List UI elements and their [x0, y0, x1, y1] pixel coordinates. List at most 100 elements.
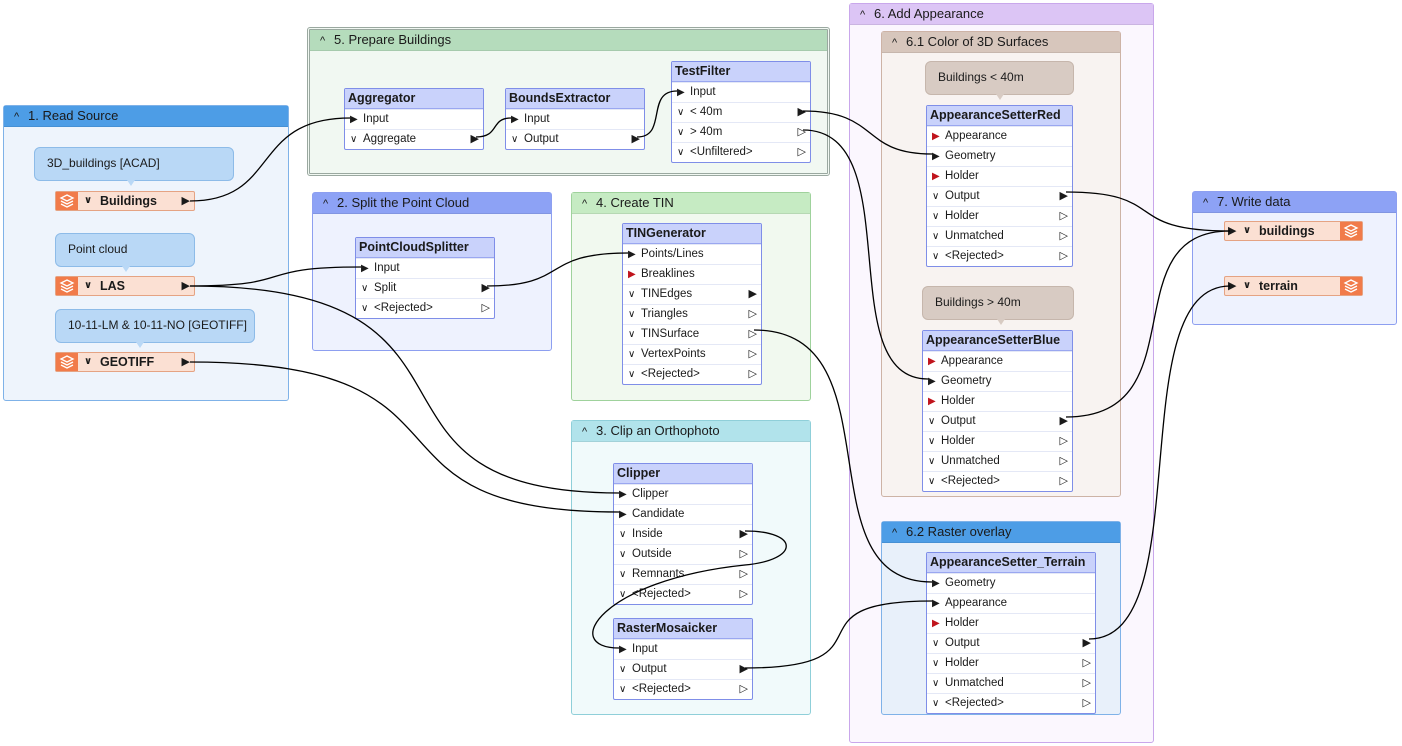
output-port[interactable]: ∨Split▶	[356, 278, 494, 298]
transformer-title[interactable]: RasterMosaicker	[614, 619, 752, 639]
input-port[interactable]: ▶Geometry	[927, 146, 1072, 166]
transformer-test-filter[interactable]: TestFilter▶Input∨< 40m▶∨> 40m▷∨<Unfilter…	[671, 61, 811, 163]
output-arrow-icon[interactable]: ▶	[470, 133, 479, 145]
output-arrow-outline-icon[interactable]: ▷	[1082, 697, 1091, 709]
input-arrow-icon[interactable]: ▶	[677, 87, 685, 98]
chevron-down-icon[interactable]: ∨	[628, 289, 636, 300]
transformer-title[interactable]: Clipper	[614, 464, 752, 484]
transformer-clipper[interactable]: Clipper▶Clipper▶Candidate∨Inside▶∨Outsid…	[613, 463, 753, 605]
output-arrow-icon[interactable]: ▶	[1082, 637, 1091, 649]
input-port[interactable]: ▶Holder	[927, 613, 1095, 633]
input-port[interactable]: ▶Breaklines	[623, 264, 761, 284]
required-input-arrow-icon[interactable]: ▶	[928, 396, 936, 407]
output-port[interactable]: ∨Output▶	[506, 129, 644, 149]
output-arrow-outline-icon[interactable]: ▷	[797, 146, 806, 158]
output-arrow-outline-icon[interactable]: ▷	[739, 568, 748, 580]
output-arrow-icon[interactable]: ▶	[739, 663, 748, 675]
output-port[interactable]: ∨Output▶	[614, 659, 752, 679]
chevron-down-icon[interactable]: ∨	[619, 664, 627, 675]
input-port[interactable]: ▶Input	[672, 82, 810, 102]
chevron-down-icon[interactable]: ∨	[677, 107, 685, 118]
transformer-title[interactable]: PointCloudSplitter	[356, 238, 494, 258]
output-port[interactable]: ∨Holder▷	[923, 431, 1072, 451]
chevron-down-icon[interactable]: ∨	[932, 211, 940, 222]
chevron-down-icon[interactable]: ∨	[619, 684, 627, 695]
input-arrow-icon[interactable]: ▶	[619, 644, 627, 655]
bookmark-header[interactable]: ^6.2 Raster overlay	[882, 522, 1120, 543]
output-arrow-icon[interactable]: ▶	[1059, 415, 1068, 427]
output-arrow-outline-icon[interactable]: ▷	[481, 302, 490, 314]
bookmark-header[interactable]: ^2. Split the Point Cloud	[313, 193, 551, 214]
input-port[interactable]: ▶Geometry	[923, 371, 1072, 391]
input-arrow-icon[interactable]: ▶	[928, 376, 936, 387]
output-port[interactable]: ∨Output▶	[927, 633, 1095, 653]
output-port[interactable]: ∨<Unfiltered>▷	[672, 142, 810, 162]
output-port[interactable]: ∨<Rejected>▷	[927, 246, 1072, 266]
output-arrow-icon[interactable]: ▶	[631, 133, 640, 145]
transformer-aggregator[interactable]: Aggregator▶Input∨Aggregate▶	[344, 88, 484, 150]
input-arrow-icon[interactable]: ▶	[932, 598, 940, 609]
collapse-caret-icon[interactable]: ^	[14, 111, 20, 123]
chevron-down-icon[interactable]: ∨	[628, 329, 636, 340]
chevron-down-icon[interactable]: ∨	[677, 127, 685, 138]
output-port[interactable]: ∨Holder▷	[927, 653, 1095, 673]
bookmark-header[interactable]: ^5. Prepare Buildings	[310, 30, 827, 51]
output-port[interactable]: ∨Unmatched▷	[927, 673, 1095, 693]
transformer-title[interactable]: AppearanceSetterRed	[927, 106, 1072, 126]
output-port[interactable]: ∨<Rejected>▷	[614, 584, 752, 604]
chevron-down-icon[interactable]: ∨	[932, 658, 940, 669]
bookmark-header[interactable]: ^3. Clip an Orthophoto	[572, 421, 810, 442]
transformer-appearance-setter-terrain[interactable]: AppearanceSetter_Terrain▶Geometry▶Appear…	[926, 552, 1096, 714]
bookmark-header[interactable]: ^6. Add Appearance	[850, 4, 1153, 25]
input-port[interactable]: ▶Clipper	[614, 484, 752, 504]
transformer-title[interactable]: TINGenerator	[623, 224, 761, 244]
chevron-down-icon[interactable]: ∨	[84, 195, 93, 206]
chevron-down-icon[interactable]: ∨	[928, 416, 936, 427]
input-arrow-icon[interactable]: ▶	[628, 249, 636, 260]
chevron-down-icon[interactable]: ∨	[932, 678, 940, 689]
chevron-down-icon[interactable]: ∨	[361, 303, 369, 314]
output-port[interactable]: ∨<Rejected>▷	[923, 471, 1072, 491]
transformer-title[interactable]: TestFilter	[672, 62, 810, 82]
output-port[interactable]: ∨Triangles▷	[623, 304, 761, 324]
chevron-down-icon[interactable]: ∨	[619, 549, 627, 560]
chevron-down-icon[interactable]: ∨	[628, 309, 636, 320]
output-port[interactable]: ∨TINEdges▶	[623, 284, 761, 304]
bookmark-header[interactable]: ^6.1 Color of 3D Surfaces	[882, 32, 1120, 53]
transformer-tin-generator[interactable]: TINGenerator▶Points/Lines▶Breaklines∨TIN…	[622, 223, 762, 385]
transformer-raster-mosaicker[interactable]: RasterMosaicker▶Input∨Output▶∨<Rejected>…	[613, 618, 753, 700]
collapse-caret-icon[interactable]: ^	[320, 35, 326, 47]
bookmark-header[interactable]: ^1. Read Source	[4, 106, 288, 127]
output-arrow-outline-icon[interactable]: ▷	[1059, 455, 1068, 467]
output-arrow-icon[interactable]: ▶	[1059, 190, 1068, 202]
chevron-down-icon[interactable]: ∨	[1243, 280, 1252, 291]
collapse-caret-icon[interactable]: ^	[892, 37, 898, 49]
output-arrow-outline-icon[interactable]: ▷	[748, 348, 757, 360]
writer-buildings[interactable]: ▶ ∨ buildings	[1224, 221, 1363, 241]
chevron-down-icon[interactable]: ∨	[619, 589, 627, 600]
output-port[interactable]: ∨> 40m▷	[672, 122, 810, 142]
output-arrow-outline-icon[interactable]: ▷	[1059, 230, 1068, 242]
output-arrow-outline-icon[interactable]: ▷	[748, 328, 757, 340]
chevron-down-icon[interactable]: ∨	[1243, 225, 1252, 236]
output-port[interactable]: ∨TINSurface▷	[623, 324, 761, 344]
required-input-arrow-icon[interactable]: ▶	[932, 618, 940, 629]
output-arrow-outline-icon[interactable]: ▷	[1082, 677, 1091, 689]
annotation-geotiff-source[interactable]: 10-11-LM & 10-11-NO [GEOTIFF]	[55, 309, 255, 348]
annotation-buildings-lt40[interactable]: Buildings < 40m	[925, 61, 1074, 100]
output-port[interactable]: ∨Remnants▷	[614, 564, 752, 584]
input-port[interactable]: ▶Input	[345, 109, 483, 129]
chevron-down-icon[interactable]: ∨	[932, 191, 940, 202]
input-port[interactable]: ▶Input	[614, 639, 752, 659]
input-port[interactable]: ▶Input	[506, 109, 644, 129]
output-arrow-icon[interactable]: ▶	[748, 288, 757, 300]
output-arrow-outline-icon[interactable]: ▷	[739, 548, 748, 560]
input-port[interactable]: ▶Geometry	[927, 573, 1095, 593]
bookmark-write-data[interactable]: ^7. Write data	[1192, 191, 1397, 325]
collapse-caret-icon[interactable]: ^	[323, 198, 329, 210]
output-arrow-outline-icon[interactable]: ▷	[748, 368, 757, 380]
output-arrow-icon[interactable]: ▶	[181, 356, 190, 368]
output-arrow-outline-icon[interactable]: ▷	[739, 683, 748, 695]
chevron-down-icon[interactable]: ∨	[511, 134, 519, 145]
collapse-caret-icon[interactable]: ^	[1203, 197, 1209, 209]
